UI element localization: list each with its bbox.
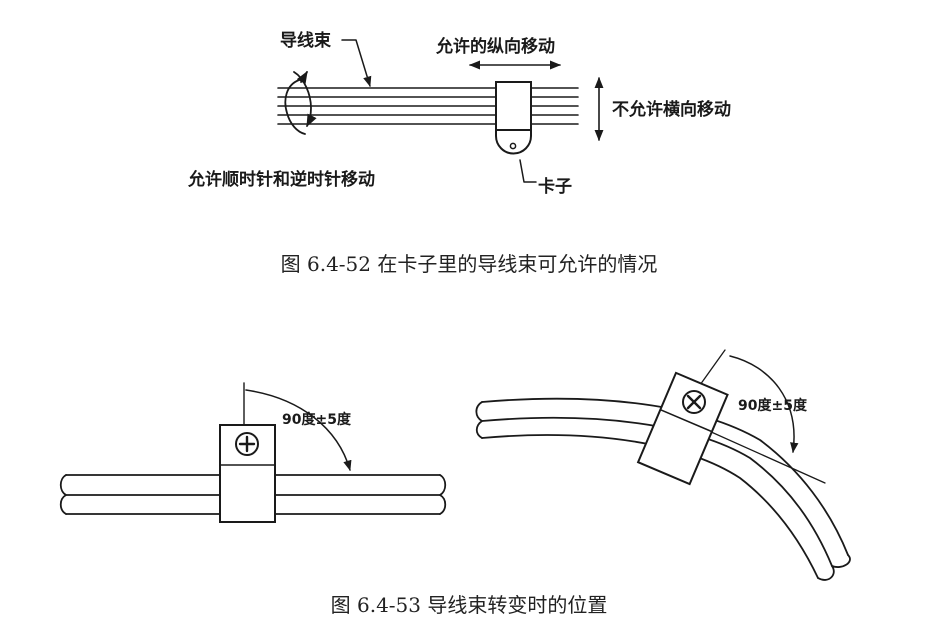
caption-figure-2: 图 6.4-53 导线束转变时的位置 [331, 593, 608, 617]
label-bundle: 导线束 [280, 30, 331, 51]
clip-right [636, 371, 729, 486]
label-rotation: 允许顺时针和逆时针移动 [187, 169, 375, 190]
label-no-lateral: 不允许横向移动 [612, 99, 731, 120]
figure-2-right-diagram: 90度±5度 [475, 349, 851, 581]
clip-shape [495, 81, 532, 155]
clip-leader-line [519, 159, 537, 183]
angle-label-right: 90度±5度 [738, 397, 808, 414]
caption-figure-1: 图 6.4-52 在卡子里的导线束可允许的情况 [281, 252, 658, 276]
reference-line-right [699, 349, 726, 386]
figure-1-diagram: 导线束 允许的纵向移动 不允许横向移动 允许顺时针和逆时针移动 卡子 [187, 30, 731, 197]
angle-arc-left [245, 389, 352, 472]
curved-bundle [475, 397, 851, 581]
wire-bundle [277, 87, 579, 125]
label-clip: 卡子 [538, 176, 572, 197]
rotation-arrow-icon [284, 70, 317, 135]
screw-plus-icon [235, 432, 259, 456]
bundle-leader-line [341, 39, 372, 88]
figure-2-left-diagram: 90度±5度 [59, 382, 447, 523]
angle-arc-right [729, 355, 799, 454]
screw-cross-icon [682, 390, 706, 414]
label-longitudinal: 允许的纵向移动 [435, 36, 555, 57]
angle-label-left: 90度±5度 [282, 411, 352, 428]
